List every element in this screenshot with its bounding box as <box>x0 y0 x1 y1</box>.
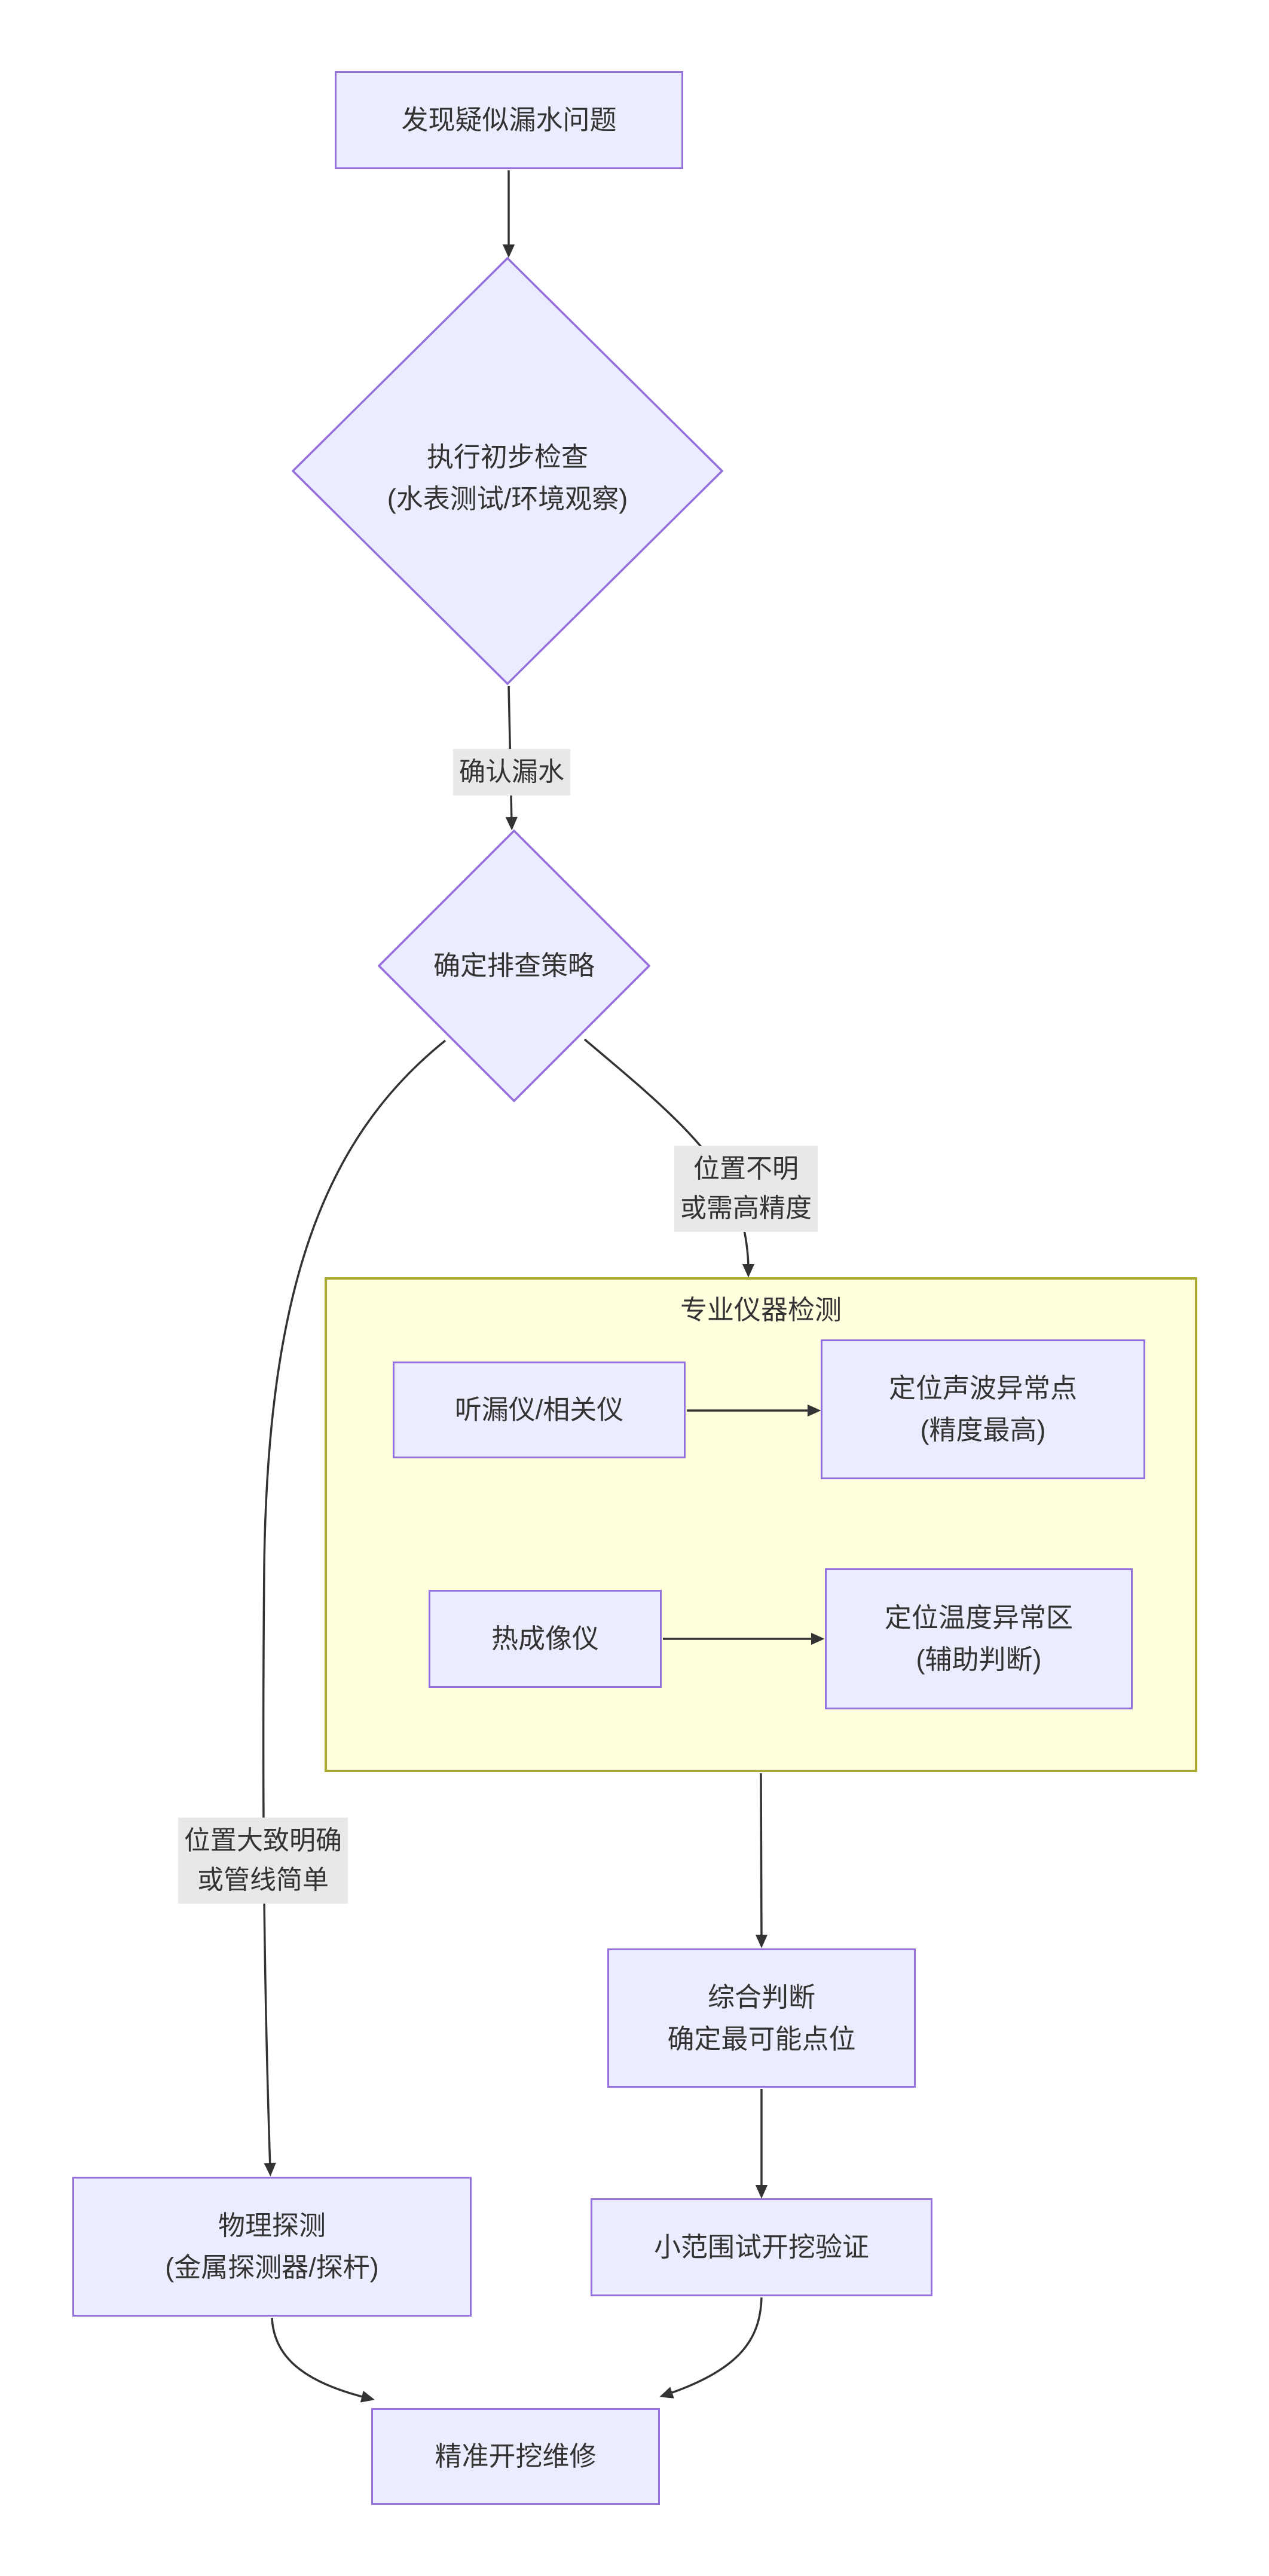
edge-physical-to-repair <box>271 2317 375 2403</box>
edge-trial-to-repair <box>659 2297 763 2398</box>
decision-diamond-strategy <box>377 829 651 1103</box>
edge-label-position-known: 位置大致明确 或管线简单 <box>178 1818 348 1904</box>
decision-initial-check-label: 执行初步检查 (水表测试/环境观察) <box>387 442 628 514</box>
edge-strategy-to-physical <box>262 1039 447 2177</box>
node-thermal-imager: 热成像仪 <box>429 1590 662 1688</box>
node-physical-detection: 物理探测 (金属探测器/探杆) <box>72 2177 472 2317</box>
edge-label-position-unknown: 位置不明 或需高精度 <box>674 1146 818 1232</box>
node-comprehensive-judgment: 综合判断 确定最可能点位 <box>607 1948 916 2088</box>
node-acoustic-anomaly: 定位声波异常点 (精度最高) <box>821 1339 1145 1479</box>
node-listen-correlator: 听漏仪/相关仪 <box>393 1362 686 1458</box>
edge-subgraph-to-judge <box>755 1773 768 1948</box>
decision-strategy-label: 确定排查策略 <box>433 950 595 981</box>
node-trial-excavation: 小范围试开挖验证 <box>591 2198 932 2296</box>
node-thermal-anomaly: 定位温度异常区 (辅助判断) <box>825 1568 1133 1709</box>
decision-diamond-initial-check <box>291 256 724 686</box>
subgraph-title: 专业仪器检测 <box>680 1295 842 1325</box>
edge-label-confirm-leak: 确认漏水 <box>453 749 570 796</box>
node-precise-repair: 精准开挖维修 <box>371 2408 660 2505</box>
node-start: 发现疑似漏水问题 <box>335 71 683 169</box>
